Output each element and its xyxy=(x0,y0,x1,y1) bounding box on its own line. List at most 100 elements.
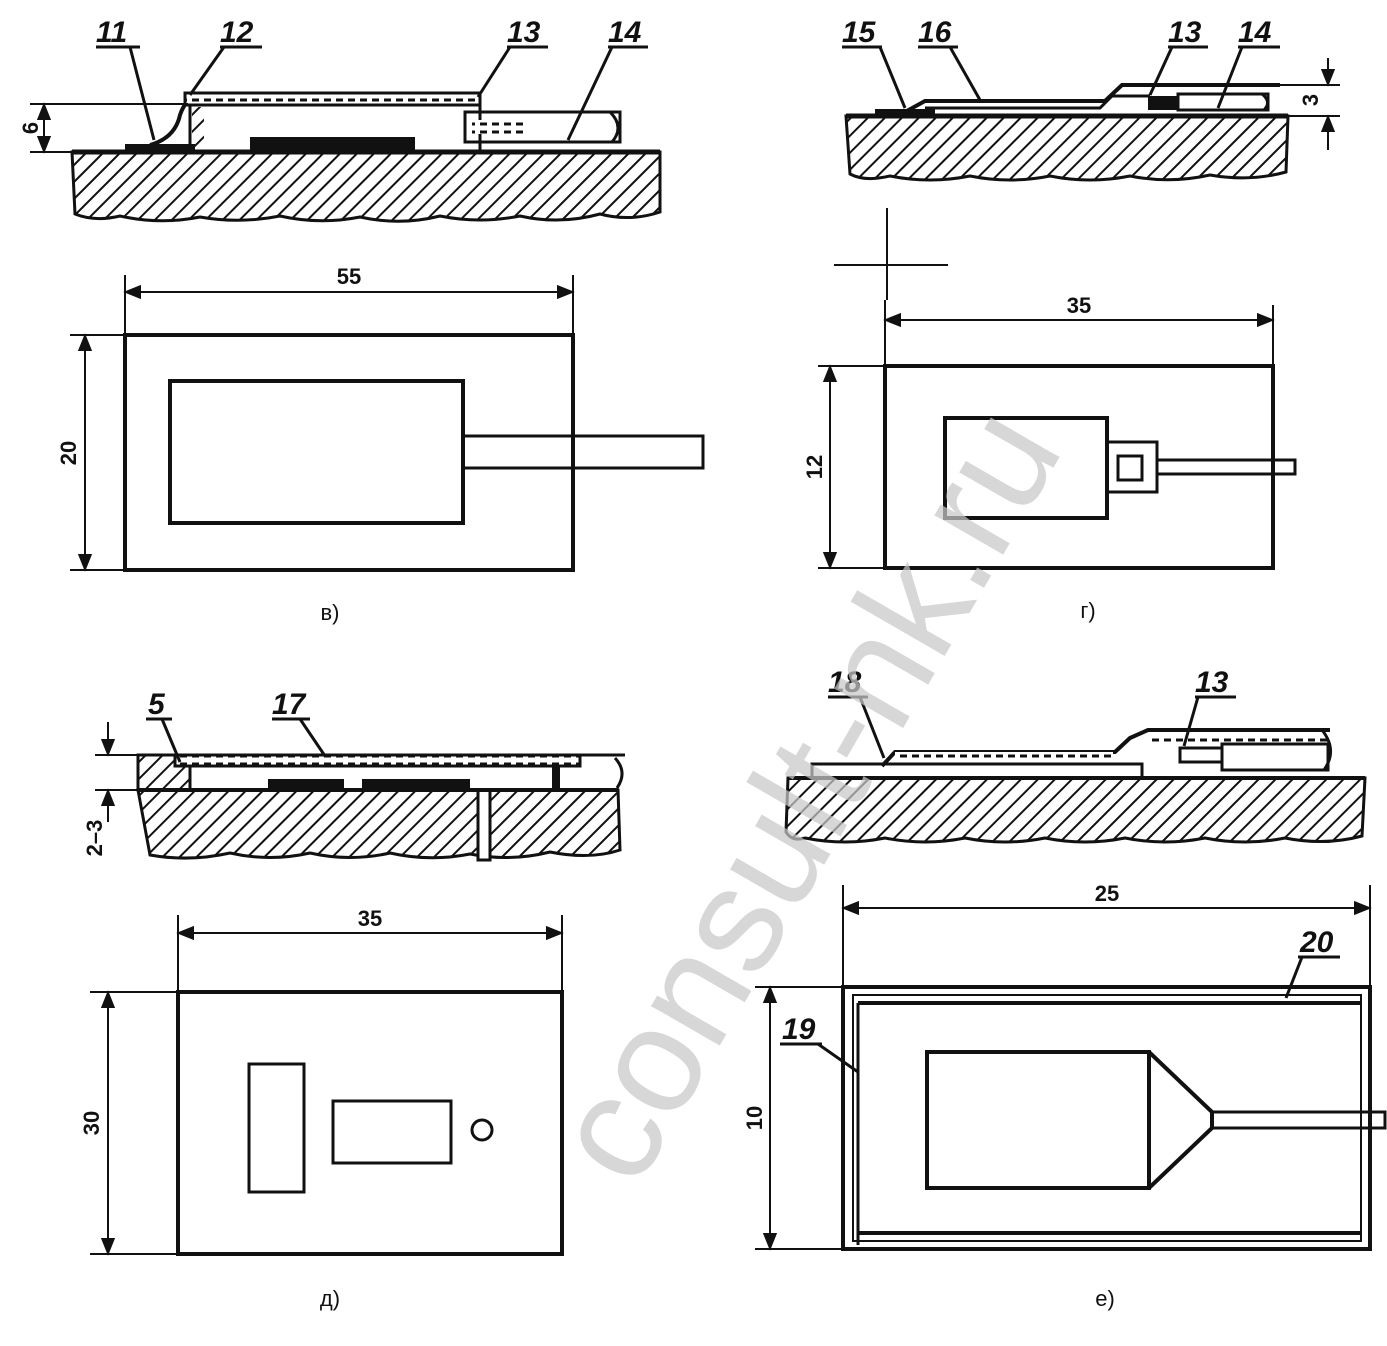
junction xyxy=(1178,746,1224,764)
panel-v-plan-view: 55 20 xyxy=(56,264,705,572)
cover-film xyxy=(880,728,1330,768)
hatched-base xyxy=(844,114,1290,182)
base-plate xyxy=(841,985,1372,1251)
callout-14: 14 xyxy=(1238,16,1272,49)
sensor-pad xyxy=(247,1062,306,1194)
leader-14 xyxy=(566,46,614,141)
cover-film xyxy=(173,753,582,768)
caption-v: в) xyxy=(320,600,339,625)
dim-height: 3 xyxy=(1298,94,1323,106)
vent-hole-marker xyxy=(470,1118,494,1142)
panel-g-plan-view: 35 12 xyxy=(802,208,1297,570)
lead-wire xyxy=(461,434,705,470)
callout-13: 13 xyxy=(1168,16,1202,49)
sensor-element xyxy=(250,137,415,152)
caption-d: д) xyxy=(320,1286,340,1311)
leader-17 xyxy=(298,718,327,757)
dim-width: 35 xyxy=(1067,293,1091,318)
leader-11 xyxy=(128,46,156,141)
dim-width: 55 xyxy=(337,264,361,289)
panel-e-plan-view: 25 10 xyxy=(742,881,1387,1251)
panel-v: 6 11 12 13 14 55 20 xyxy=(18,16,705,625)
leader-5 xyxy=(160,718,182,763)
dim-depth: 20 xyxy=(56,441,81,465)
callout-12: 12 xyxy=(220,16,254,49)
callout-5: 5 xyxy=(148,688,166,721)
panel-d-callouts: 5 17 xyxy=(146,688,327,763)
panel-g-callouts: 15 16 13 14 xyxy=(842,16,1280,109)
leader-13 xyxy=(476,46,512,98)
callout-20: 20 xyxy=(1299,926,1334,959)
callout-13: 13 xyxy=(507,16,541,49)
callout-16: 16 xyxy=(918,16,952,49)
hatched-base xyxy=(784,776,1367,844)
hatched-base xyxy=(136,788,622,860)
callout-19: 19 xyxy=(782,1013,816,1046)
dim-width: 25 xyxy=(1095,881,1119,906)
panel-d-section-view: 2–3 xyxy=(82,722,625,862)
base-plate xyxy=(123,333,575,572)
lead-wire xyxy=(1210,1110,1387,1130)
leader-18 xyxy=(858,696,886,759)
caption-e: е) xyxy=(1095,1286,1115,1311)
panel-d: 2–3 5 17 35 30 д) xyxy=(79,688,625,1311)
terminal-outer xyxy=(1105,440,1159,494)
dim-depth: 10 xyxy=(742,1106,767,1130)
sensor-pad xyxy=(925,1050,1151,1190)
callout-13: 13 xyxy=(1195,666,1229,699)
cable-sheath xyxy=(1150,736,1330,744)
cable-break xyxy=(1261,92,1269,112)
cover-layer xyxy=(183,91,482,107)
callout-11: 11 xyxy=(96,16,127,49)
panel-g: 3 15 16 13 14 35 xyxy=(802,16,1340,623)
caption-g: г) xyxy=(1080,598,1095,623)
vent-hole xyxy=(476,788,492,862)
leader-16 xyxy=(948,46,982,101)
leader-19 xyxy=(817,1042,859,1074)
adhesive-strip xyxy=(875,109,935,116)
panel-e-callouts: 18 13 xyxy=(828,666,1236,759)
base-plate xyxy=(176,990,564,1256)
panel-v-callouts: 11 12 13 14 xyxy=(96,16,648,141)
callout-14: 14 xyxy=(608,16,642,49)
junction xyxy=(1148,96,1178,110)
support-post xyxy=(552,766,560,790)
sensor-pad xyxy=(331,1099,453,1165)
cable xyxy=(1220,742,1330,772)
break-line xyxy=(613,756,624,789)
leader-15 xyxy=(878,46,907,109)
leader-12 xyxy=(188,46,226,96)
side-wall xyxy=(192,107,204,152)
lead-wire xyxy=(1155,458,1297,476)
cable-break xyxy=(1320,729,1332,771)
terminal-inner xyxy=(1116,454,1144,482)
callout-17: 17 xyxy=(272,688,307,721)
dim-depth: 12 xyxy=(802,455,827,479)
panel-d-plan-view: 35 30 xyxy=(79,906,564,1256)
leader-13 xyxy=(1148,46,1174,96)
panel-g-section-view: 3 xyxy=(844,58,1340,182)
panel-v-section-view: 6 xyxy=(18,91,662,223)
dim-height: 2–3 xyxy=(82,820,107,857)
substrate xyxy=(810,762,1144,780)
cable-break xyxy=(608,110,620,143)
panel-e-section-view xyxy=(784,728,1367,844)
callout-18: 18 xyxy=(828,666,862,699)
adhesive-strip xyxy=(125,144,195,152)
base-plate xyxy=(883,364,1275,570)
inner-film xyxy=(925,94,1150,110)
panel-e-plan-callouts: 20 19 xyxy=(780,926,1340,1074)
dim-width: 35 xyxy=(358,906,382,931)
hatched-base xyxy=(70,150,662,223)
dim-height: 6 xyxy=(18,122,43,134)
sensor-element xyxy=(268,779,344,790)
leader-13 xyxy=(1182,696,1200,747)
taper-lead xyxy=(1147,1050,1214,1190)
panel-e: 18 13 25 10 20 xyxy=(742,666,1387,1311)
cable-core xyxy=(472,120,524,134)
leader-20 xyxy=(1284,956,1304,999)
cable xyxy=(463,110,622,144)
sensor-pad xyxy=(168,379,465,525)
cover-layer xyxy=(895,752,1113,760)
